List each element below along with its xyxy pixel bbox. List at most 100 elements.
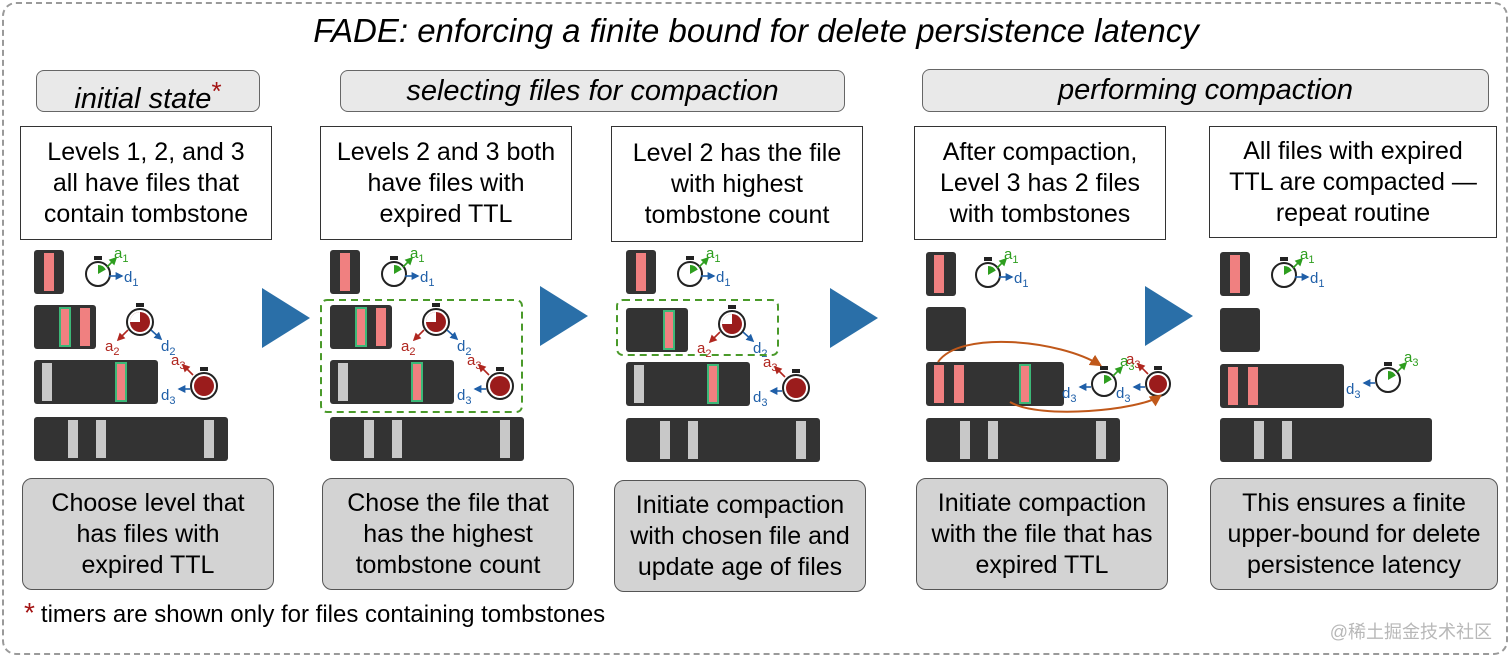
empty-slot <box>796 421 806 459</box>
timer-icon <box>769 365 810 402</box>
age-label: a3 <box>763 354 777 374</box>
step-arrow <box>540 286 588 346</box>
age-arrow <box>708 331 721 344</box>
figure-title: FADE: enforcing a finite bound for delet… <box>313 12 1199 49</box>
step-4-note: Initiate compaction with the file that h… <box>916 478 1168 590</box>
sst-file <box>1220 364 1344 408</box>
timer-icon <box>1271 257 1310 288</box>
tombstone-marker <box>59 307 71 347</box>
age-label: a1 <box>706 245 720 265</box>
sst-file <box>1220 252 1250 296</box>
timer-icon <box>1078 365 1124 397</box>
step-1-note: Choose level that has files with expired… <box>22 478 274 590</box>
age-arrow <box>106 256 118 268</box>
empty-slot <box>634 365 644 403</box>
step-1-description: Levels 1, 2, and 3 all have files that c… <box>20 126 272 240</box>
sst-file <box>626 250 656 294</box>
sst-file <box>926 418 1120 462</box>
selection-box <box>320 299 523 413</box>
empty-slot <box>688 421 698 459</box>
timer-slice <box>394 264 402 274</box>
age-arrow <box>181 363 194 376</box>
ttl-label: d3 <box>753 389 767 409</box>
timer-crown <box>984 257 992 261</box>
timer-slice <box>98 264 106 274</box>
timer-fill <box>1149 375 1167 393</box>
tombstone-marker <box>934 365 944 403</box>
ttl-label: d3 <box>1346 381 1360 401</box>
timer-icon <box>177 363 218 400</box>
tombstone-marker <box>115 362 127 402</box>
file-block <box>926 307 966 351</box>
sst-file <box>626 308 688 352</box>
sst-file <box>330 305 392 349</box>
empty-slot <box>338 363 348 401</box>
age-label: a1 <box>1004 246 1018 266</box>
step-3-description: Level 2 has the file with highest tombst… <box>611 126 863 242</box>
phase-marker: * <box>211 76 222 106</box>
watermark: @稀土掘金技术社区 <box>1329 622 1492 642</box>
timer-icon <box>1132 362 1171 397</box>
step-2-note: Chose the file that has the highest tomb… <box>322 478 574 590</box>
phase-performing-compaction: performing compaction <box>922 69 1489 112</box>
file-block <box>626 418 820 462</box>
sst-file <box>1220 418 1432 462</box>
age-arrow <box>402 256 414 268</box>
step-arrow <box>262 288 310 348</box>
sst-file <box>330 417 524 461</box>
footnote-text: timers are shown only for files containi… <box>40 601 606 628</box>
sst-file <box>926 252 956 296</box>
empty-slot <box>960 421 970 459</box>
tombstone-marker <box>1230 255 1240 293</box>
phase-label: initial state <box>74 83 212 115</box>
selection-box <box>616 299 779 356</box>
timer-icon <box>85 256 124 287</box>
age-arrow <box>1136 362 1149 375</box>
timer-slice <box>1388 370 1396 380</box>
age-label: a3 <box>467 352 481 372</box>
sst-file <box>626 418 820 462</box>
empty-slot <box>660 421 670 459</box>
age-label: a2 <box>401 338 415 358</box>
timer-slice <box>988 265 996 275</box>
file-block <box>926 362 1064 406</box>
age-label: a2 <box>697 340 711 360</box>
ttl-arrow <box>742 331 755 343</box>
timer-crown <box>792 369 800 373</box>
age-label: a1 <box>410 245 424 265</box>
age-label: a1 <box>1300 246 1314 266</box>
empty-slot <box>364 420 374 458</box>
timer-slice <box>690 264 698 274</box>
compaction-arrow <box>937 340 1103 367</box>
timer-crown <box>1384 362 1392 366</box>
age-arrow <box>1112 365 1124 377</box>
file-block <box>330 417 524 461</box>
phase-label: selecting files for compaction <box>406 75 779 107</box>
tombstone-marker <box>1228 367 1238 405</box>
ttl-label: d1 <box>716 269 730 289</box>
step-5-note: This ensures a finite upper-bound for de… <box>1210 478 1498 590</box>
step-arrow <box>1145 286 1193 346</box>
empty-slot <box>68 420 78 458</box>
timer-icon <box>677 256 716 287</box>
tombstone-marker <box>44 253 54 291</box>
timer-icon <box>381 256 420 287</box>
sst-file <box>34 250 64 294</box>
age-arrow <box>773 365 786 378</box>
timer-icon <box>975 257 1014 288</box>
empty-slot <box>1282 421 1292 459</box>
timer-icon <box>116 303 163 342</box>
age-label: a3 <box>171 352 185 372</box>
footnote-marker: * <box>24 597 35 628</box>
step-2-description: Levels 2 and 3 both have files with expi… <box>320 126 572 240</box>
timer-fill <box>194 376 214 396</box>
age-label: a3 <box>1404 349 1418 369</box>
timer-crown <box>496 367 504 371</box>
ttl-label: d1 <box>124 269 138 289</box>
timer-slice <box>1104 374 1112 384</box>
step-arrow <box>830 288 878 348</box>
sst-file <box>330 360 454 404</box>
file-block <box>34 417 228 461</box>
sst-file <box>34 360 158 404</box>
tombstone-marker <box>707 364 719 404</box>
